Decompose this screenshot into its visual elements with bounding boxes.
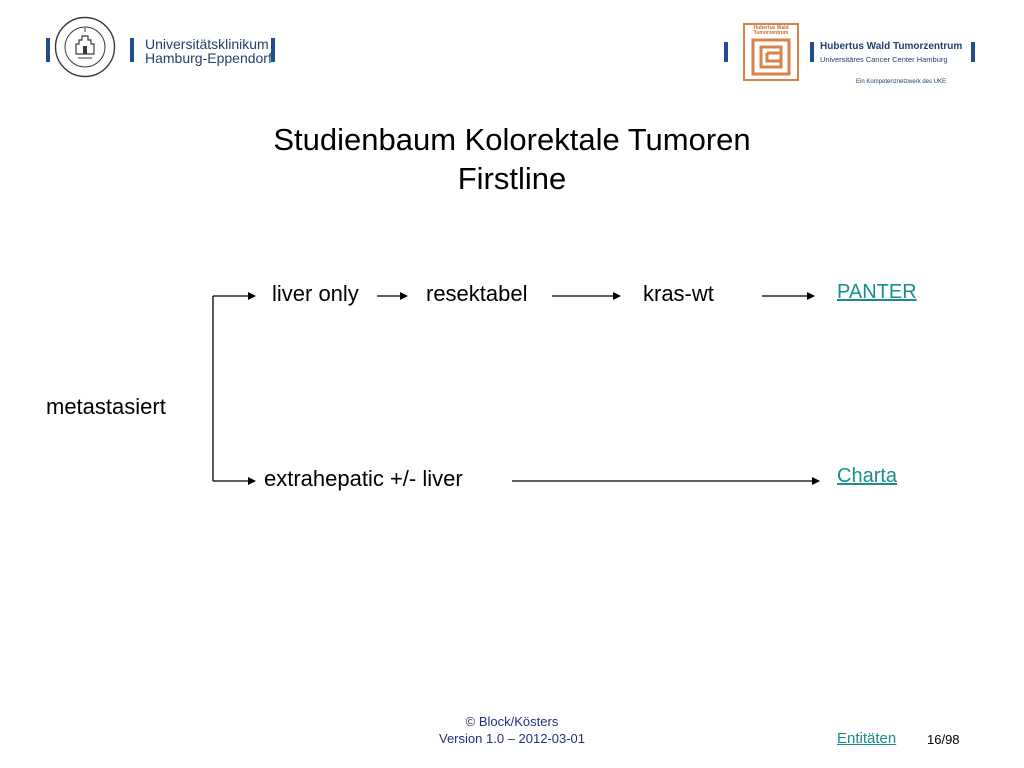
logo-bar-right [271, 38, 275, 62]
hw-emblem-text: Hubertus Wald Tumorzentrum [745, 26, 797, 36]
hw-bar-mid [810, 42, 814, 62]
node-kras-wt: kras-wt [643, 281, 714, 306]
university-seal-icon [54, 16, 116, 78]
slide-title-line2: Firstline [457, 161, 567, 196]
slide-title: Studienbaum Kolorektale Tumoren Firstlin… [0, 120, 1024, 198]
nav-link-entitaeten[interactable]: Entitäten [837, 730, 897, 747]
hw-subtitle: Universitäres Cancer Center Hamburg [820, 55, 948, 64]
footer-credits: © Block/Kösters Version 1.0 – 2012-03-01 [380, 713, 644, 747]
uke-name-line1: Universitätsklinikum [145, 36, 269, 52]
study-link-charta[interactable]: Charta [837, 465, 898, 487]
hubertus-wald-logo: Hubertus Wald Tumorzentrum Hubertus Wald… [724, 22, 984, 92]
logo-bar-left [46, 38, 50, 62]
node-resektabel: resektabel [426, 281, 528, 306]
study-link-panter[interactable]: PANTER [837, 281, 917, 303]
hw-title: Hubertus Wald Tumorzentrum [820, 41, 963, 52]
slide-title-line1: Studienbaum Kolorektale Tumoren [273, 122, 751, 157]
hw-bar-left [724, 42, 728, 62]
node-liver-only: liver only [272, 281, 359, 306]
uke-logo: Universitätsklinikum Hamburg-Eppendorf [46, 16, 286, 82]
uke-name-line2: Hamburg-Eppendorf [145, 50, 272, 66]
footer-version: Version 1.0 – 2012-03-01 [439, 731, 585, 746]
hw-emblem-line2: Tumorzentrum [753, 30, 789, 36]
hw-emblem-icon [751, 38, 791, 76]
hw-network-note: Ein Kompetenznetzwerk des UKE [856, 79, 947, 85]
node-extrahepatic: extrahepatic +/- liver [264, 466, 463, 491]
uke-wordmark: Universitätsklinikum Hamburg-Eppendorf [145, 37, 272, 65]
page-number: 16/98 [927, 732, 960, 747]
hw-emblem-line1: Hubertus Wald [753, 25, 789, 31]
logo-bar-mid [130, 38, 134, 62]
hw-bar-right [971, 42, 975, 62]
hw-emblem: Hubertus Wald Tumorzentrum [743, 23, 799, 81]
footer-copyright: © Block/Kösters [465, 714, 559, 729]
node-metastasiert: metastasiert [46, 394, 166, 419]
